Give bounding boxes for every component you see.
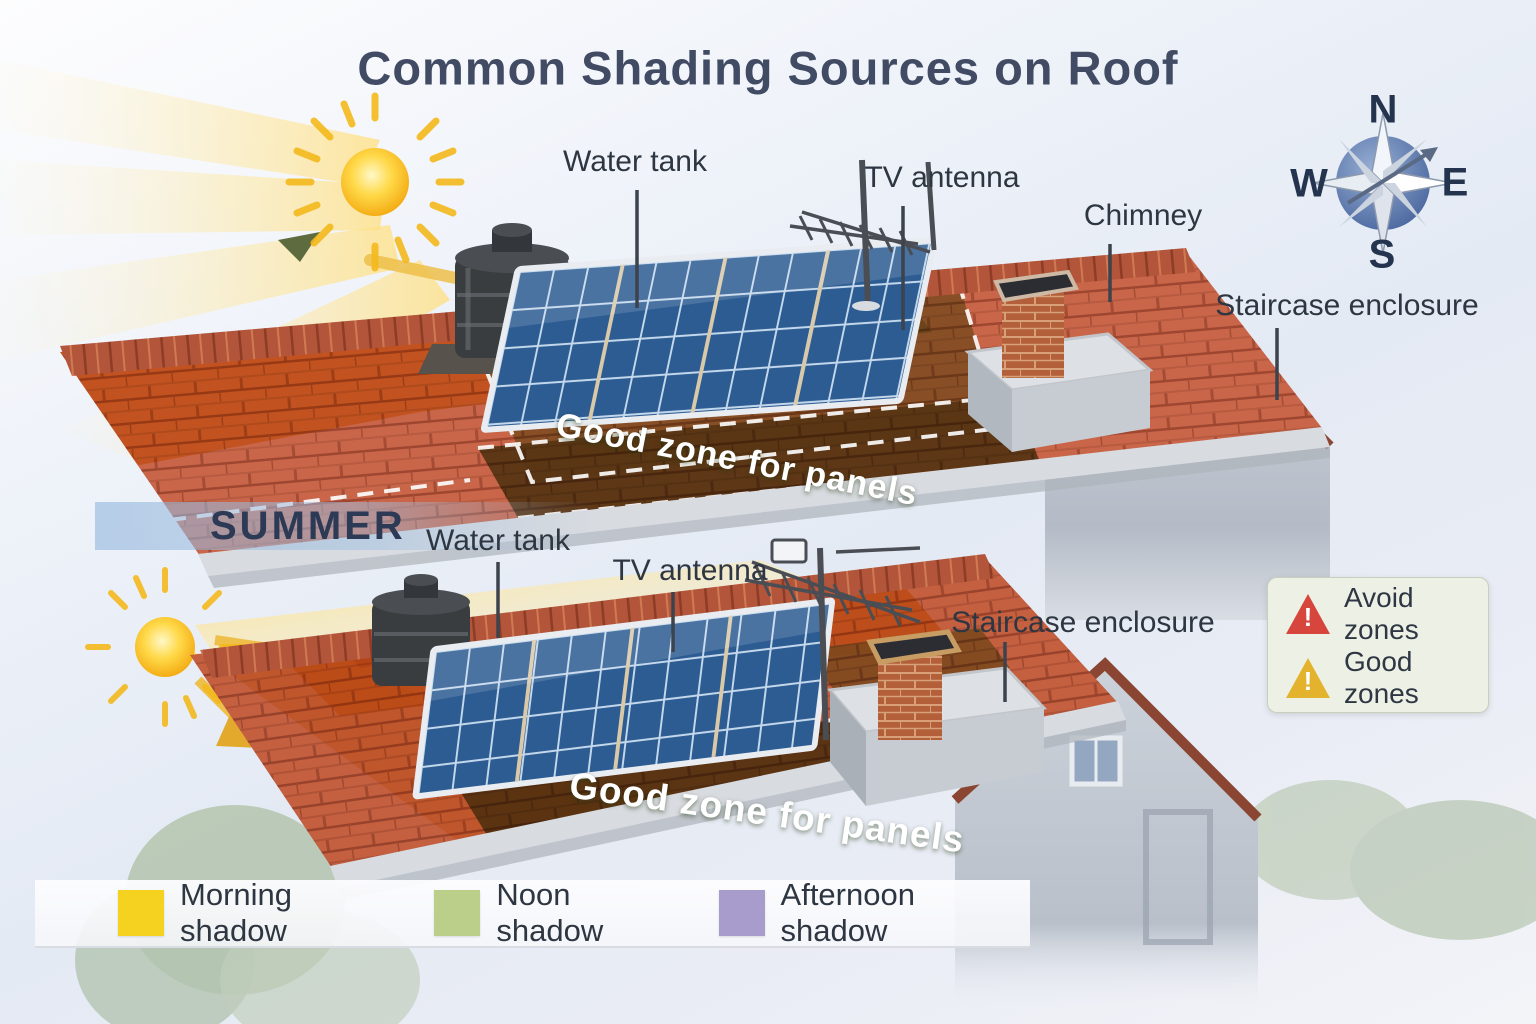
good-zone-band-top [478,396,1040,518]
label-chimney-top: Chimney [1083,199,1203,232]
season-label: SUMMER [210,503,406,548]
label-water-tank-top: Water tank [563,145,707,178]
legend-item-noon: Noon shadow [434,877,648,949]
compass-label-south: S [1368,232,1396,277]
afternoon-shadow-swatch [718,890,765,936]
legend-label: Morning shadow [180,877,292,948]
compass-label-west: W [1290,161,1328,206]
label-water-tank-bottom: Water tank [426,524,570,557]
zone-legend-label: Avoid zones [1344,582,1419,645]
chimney-illustration-top [993,269,1079,378]
trees-right [1240,780,1536,940]
zone-legend-box: Avoid zones Good zones [1267,577,1489,713]
solar-panel-array-bottom [412,597,836,800]
legend-label: Noon shadow [496,877,604,948]
noon-shadow-swatch [434,890,481,936]
legend-item-afternoon: Afternoon shadow [718,877,984,949]
label-tv-antenna-top: TV antenna [864,161,1020,194]
label-staircase-enclosure-bottom: Staircase enclosure [951,606,1215,639]
yellow-warning-triangle-icon [1286,658,1330,698]
label-staircase-enclosure-top: Staircase enclosure [1215,289,1479,322]
chimney-illustration-bottom [866,629,962,740]
legend-label: Afternoon shadow [780,877,915,948]
season-band: SUMMER [95,502,595,550]
compass-label-east: E [1441,160,1469,205]
diagram-bottom [75,538,1536,1024]
morning-shadow-swatch [118,890,164,936]
solar-panel-array-top [480,237,938,433]
zone-legend-avoid-row: Avoid zones [1268,582,1488,646]
page-title: Common Shading Sources on Roof [357,41,1179,95]
legend-item-morning: Morning shadow [118,877,364,949]
zone-legend-label: Good zones [1344,646,1419,709]
label-tv-antenna-bottom: TV antenna [612,554,768,587]
sun-icon-bottom [85,567,245,727]
compass-label-north: N [1368,87,1398,132]
tv-antenna-illustration-bottom [744,538,921,741]
zone-legend-good-row: Good zones [1268,646,1488,710]
diagram-top [0,60,1334,620]
label-leader-lines-bottom [496,562,1007,702]
red-warning-triangle-icon [1286,594,1330,634]
label-leader-lines-top [635,190,1279,400]
tv-antenna-illustration-top [789,159,937,311]
shadow-legend-bar: Morning shadow Noon shadow Afternoon sha… [35,877,1030,949]
sun-icon-top [285,92,465,272]
compass-rose-icon [1312,112,1454,254]
